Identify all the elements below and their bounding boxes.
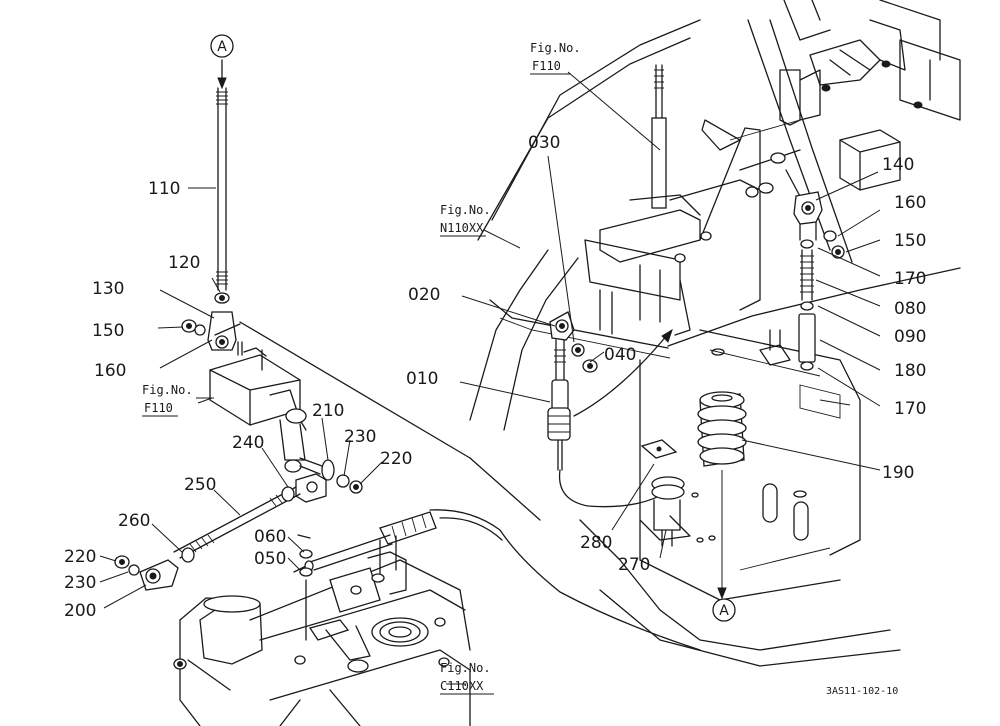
left-bracket-f110 bbox=[209, 321, 541, 521]
callout-220-left: 220 bbox=[64, 547, 96, 567]
body-panel-lines bbox=[469, 19, 961, 667]
fig-ref-label: Fig.No. bbox=[142, 383, 193, 397]
rod-110-assembly bbox=[181, 59, 243, 356]
fig-ref-label: Fig.No. bbox=[530, 41, 581, 55]
callout-200: 200 bbox=[64, 601, 96, 621]
fig-ref-c110xx: Fig.No. C110XX bbox=[440, 661, 494, 695]
fig-ref-f110-top: Fig.No. F110 bbox=[530, 41, 581, 75]
fig-ref-label: Fig.No. bbox=[440, 661, 491, 675]
connector-a-top: A bbox=[210, 34, 234, 58]
callout-030: 030 bbox=[528, 133, 560, 153]
callout-250: 250 bbox=[184, 475, 216, 495]
callout-190: 190 bbox=[882, 463, 914, 483]
connector-a-top-label: A bbox=[217, 39, 227, 55]
callout-020: 020 bbox=[408, 285, 440, 305]
right-linkage-assembly bbox=[697, 169, 845, 467]
callout-280: 280 bbox=[580, 533, 612, 553]
upper-bracket-assembly bbox=[779, 0, 961, 191]
callout-180: 180 bbox=[894, 361, 926, 381]
fig-ref-code: F110 bbox=[532, 59, 561, 73]
connector-a-bottom-label: A bbox=[719, 603, 729, 619]
fig-ref-label: Fig.No. bbox=[440, 203, 491, 217]
callout-230-right: 230 bbox=[344, 427, 376, 447]
callout-110: 110 bbox=[148, 179, 180, 199]
callout-210: 210 bbox=[312, 401, 344, 421]
fig-ref-code: F110 bbox=[144, 401, 173, 415]
callout-150-right: 150 bbox=[894, 231, 926, 251]
callout-240: 240 bbox=[232, 433, 264, 453]
callout-260: 260 bbox=[118, 511, 150, 531]
callout-010: 010 bbox=[406, 369, 438, 389]
callout-160-left: 160 bbox=[94, 361, 126, 381]
callout-040: 040 bbox=[604, 345, 636, 365]
callout-080: 080 bbox=[894, 299, 926, 319]
fig-ref-f110-left: Fig.No. F110 bbox=[142, 383, 193, 417]
connector-a-bottom: A bbox=[712, 598, 736, 622]
callout-170-top: 170 bbox=[894, 269, 926, 289]
fig-ref-code: C110XX bbox=[440, 679, 484, 693]
shift-lever-assembly bbox=[584, 64, 801, 336]
callout-090: 090 bbox=[894, 327, 926, 347]
transmission-housing-c110xx bbox=[173, 535, 471, 726]
control-cable-010 bbox=[547, 311, 673, 508]
lower-cable-assembly bbox=[293, 509, 701, 651]
leader-lines bbox=[99, 71, 881, 685]
bushing-270-assembly bbox=[639, 439, 704, 547]
fig-ref-code: N110XX bbox=[440, 221, 484, 235]
callout-060: 060 bbox=[254, 527, 286, 547]
callout-160-right: 160 bbox=[894, 193, 926, 213]
callout-230-left: 230 bbox=[64, 573, 96, 593]
drawing-code: 3AS11-102-10 bbox=[826, 686, 898, 697]
callout-050: 050 bbox=[254, 549, 286, 569]
callout-150-left: 150 bbox=[92, 321, 124, 341]
callout-170-bottom: 170 bbox=[894, 399, 926, 419]
rod-250-assembly bbox=[114, 457, 363, 591]
callout-220-right: 220 bbox=[380, 449, 412, 469]
callout-120: 120 bbox=[168, 253, 200, 273]
part-callouts: 110 120 130 150 160 210 240 230 220 250 … bbox=[64, 133, 926, 621]
callout-140: 140 bbox=[882, 155, 914, 175]
callout-130: 130 bbox=[92, 279, 124, 299]
callout-270: 270 bbox=[618, 555, 650, 575]
fig-ref-n110xx: Fig.No. N110XX bbox=[440, 203, 491, 237]
